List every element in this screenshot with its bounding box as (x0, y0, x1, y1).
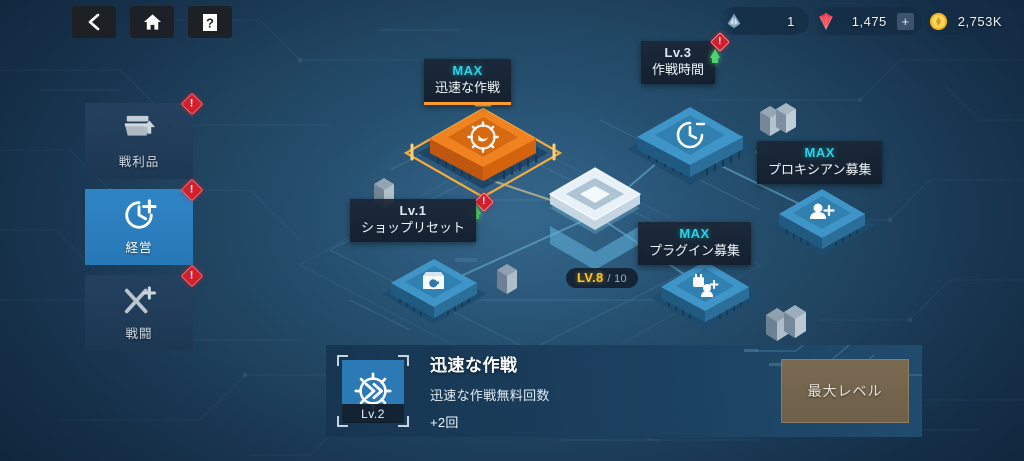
sidebar-item-management[interactable]: ! 経営 (85, 178, 204, 265)
resource-token[interactable]: 1 (718, 7, 809, 35)
token-value: 1 (787, 13, 795, 29)
max-level-button[interactable]: 最大レベル (781, 359, 909, 423)
add-gem-button[interactable]: + (896, 12, 914, 30)
gem-value: 1,475 (851, 13, 887, 29)
node-shop-reset-graphic (382, 259, 486, 324)
upgrade-arrow-icon (710, 49, 720, 63)
node-proxian-recruit[interactable] (758, 178, 886, 281)
node-proxian-recruit-graphic (769, 189, 875, 256)
node-plugin-recruit[interactable] (640, 250, 770, 355)
node-label-rapid-operation[interactable]: MAX 迅速な作戦 (424, 59, 512, 106)
sidebar-label-management: 経営 (125, 241, 153, 255)
loot-crate-icon (120, 112, 158, 146)
node-operation-time[interactable] (615, 95, 765, 210)
node-label-operation-time[interactable]: Lv.3 作戦時間 (641, 41, 716, 85)
resource-bar: 1 1,475 + (717, 7, 1016, 35)
core-level-current: LV.8 (577, 270, 604, 285)
detail-panel: Lv.2 迅速な作戦 迅速な作戦無料回数 +2回 最大レベル (326, 345, 922, 437)
node-status-proxian-recruit: MAX (804, 145, 835, 160)
sidebar-item-loot[interactable]: ! 戦利品 (85, 92, 204, 179)
detail-title: 迅速な作戦 (430, 356, 518, 375)
token-icon (721, 8, 747, 34)
core-level-pill: LV.8 / 10 (566, 268, 638, 288)
detail-icon-tile: Lv.2 (337, 355, 409, 427)
node-status-plugin-recruit: MAX (679, 226, 710, 241)
nav-button-group: ? (72, 6, 232, 38)
sidebar-label-loot: 戦利品 (118, 155, 160, 169)
core-level-total: / 10 (607, 273, 627, 285)
node-label-proxian-recruit[interactable]: MAX プロキシアン募集 (757, 141, 883, 185)
node-name-operation-time: 作戦時間 (652, 61, 705, 77)
top-bar: ? 1 (0, 0, 1024, 44)
node-name-plugin-recruit: プラグイン募集 (649, 242, 741, 258)
coin-icon (926, 8, 952, 34)
node-operation-time-graphic (627, 107, 753, 185)
swords-plus-icon (120, 284, 158, 318)
notification-badge: ! (180, 264, 204, 288)
node-label-shop-reset[interactable]: Lv.1 ショップリセット (350, 199, 477, 243)
node-label-plugin-recruit[interactable]: MAX プラグイン募集 (638, 222, 752, 266)
node-name-rapid-operation: 迅速な作戦 (435, 79, 501, 95)
detail-level: Lv.2 (342, 404, 404, 423)
detail-text-block: 迅速な作戦 迅速な作戦無料回数 +2回 (430, 351, 550, 431)
detail-value: +2回 (430, 415, 459, 430)
question-mark-icon: ? (203, 13, 217, 31)
node-status-rapid-operation: MAX (452, 63, 483, 78)
gem-icon (813, 8, 839, 34)
node-name-shop-reset: ショップリセット (361, 219, 466, 235)
sidebar: ! 戦利品 ! 経営 ! (85, 92, 204, 361)
home-button[interactable] (130, 6, 174, 38)
clock-plus-icon (120, 198, 158, 232)
node-name-proxian-recruit: プロキシアン募集 (768, 161, 872, 177)
detail-description: 迅速な作戦無料回数 (430, 388, 550, 403)
resource-coin[interactable]: 2,753K (923, 7, 1016, 35)
svg-text:?: ? (206, 15, 214, 30)
help-button[interactable]: ? (188, 6, 232, 38)
node-status-shop-reset: Lv.1 (399, 203, 427, 218)
node-status-operation-time: Lv.3 (664, 45, 692, 60)
notification-badge: ! (180, 92, 204, 116)
node-shop-reset[interactable] (372, 248, 497, 348)
notification-badge: ! (180, 178, 204, 202)
resource-gem[interactable]: 1,475 + (810, 7, 922, 35)
chevron-left-icon (88, 13, 100, 31)
sidebar-label-combat: 戦闘 (125, 327, 153, 341)
home-icon (143, 14, 161, 30)
coin-value: 2,753K (957, 13, 1002, 29)
sidebar-item-combat[interactable]: ! 戦闘 (85, 264, 204, 351)
back-button[interactable] (72, 6, 116, 38)
